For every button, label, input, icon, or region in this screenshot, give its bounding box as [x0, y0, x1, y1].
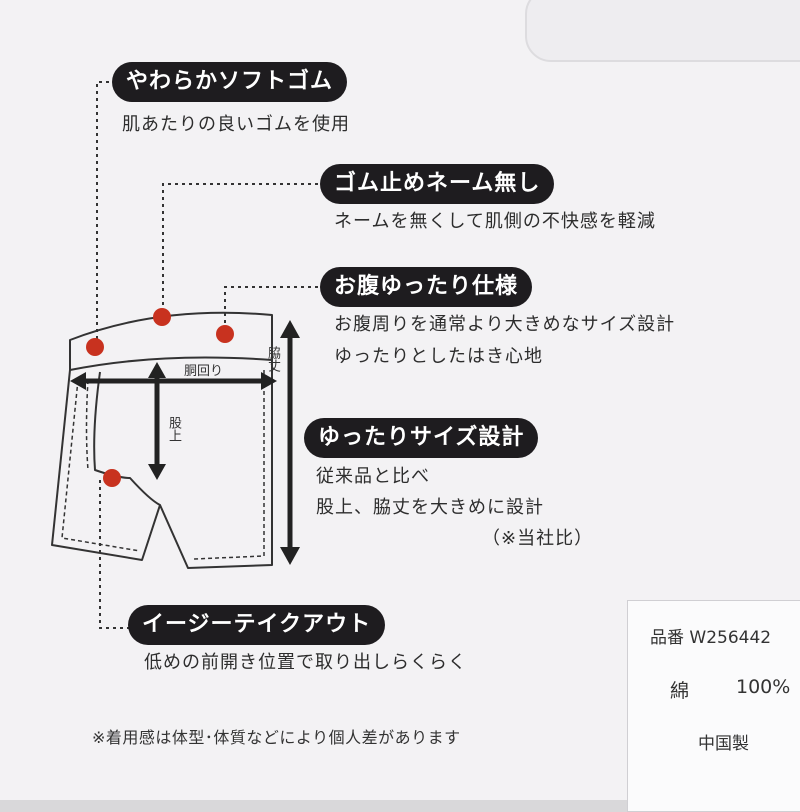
front-fly [93, 371, 161, 506]
callout-title-easy-takeout: イージーテイクアウト [128, 605, 386, 645]
callout-title-roomy-belly: お腹ゆったり仕様 [320, 267, 533, 307]
item-number: 品番 W256442 [650, 628, 772, 648]
callout-desc-roomy-size-1: 従来品と比べ [316, 466, 430, 487]
dot-roomy-belly [216, 325, 234, 343]
rise-label: 股上 [166, 416, 181, 442]
callout-desc-easy-takeout: 低めの前開き位置で取り出しらくらく [144, 652, 467, 673]
callout-desc-soft-rubber: 肌あたりの良いゴムを使用 [122, 114, 350, 135]
leader-lines [96, 81, 318, 629]
material-name: 綿 [670, 680, 690, 702]
material-percent: 100% [736, 676, 791, 698]
waist-label: 胴回り [184, 364, 224, 379]
callout-title-soft-rubber: やわらかソフトゴム [112, 62, 348, 102]
callout-title-roomy-size: ゆったりサイズ設計 [304, 418, 539, 458]
callout-desc-roomy-size-2: 股上、脇丈を大きめに設計 [316, 497, 544, 518]
spec-box: 品番 W256442 綿 100% 中国製 [627, 600, 800, 812]
callout-title-no-name-tag: ゴム止めネーム無し [320, 164, 555, 204]
country-of-origin: 中国製 [698, 734, 749, 754]
callout-desc-roomy-size-3: （※当社比） [482, 528, 594, 549]
leader-easy-takeout [99, 480, 130, 629]
leader-roomy-belly [224, 286, 318, 330]
leader-no-name-tag [162, 183, 318, 312]
hanger-tab [525, 0, 800, 62]
callout-desc-roomy-belly-1: お腹周りを通常より大きめなサイズ設計 [334, 314, 676, 335]
dot-no-name-tag [153, 308, 171, 326]
side-length-label: 脇丈 [265, 346, 280, 372]
callout-desc-roomy-belly-2: ゆったりとしたはき心地 [334, 346, 543, 367]
measure-arrows [70, 320, 300, 565]
boxer-outline [51, 311, 273, 569]
feature-dots [86, 308, 234, 487]
callout-desc-no-name-tag: ネームを無くして肌側の不快感を軽減 [334, 211, 656, 232]
dot-soft-rubber [86, 338, 104, 356]
dot-easy-takeout [103, 469, 121, 487]
comfort-footnote: ※着用感は体型･体質などにより個人差があります [92, 728, 461, 747]
